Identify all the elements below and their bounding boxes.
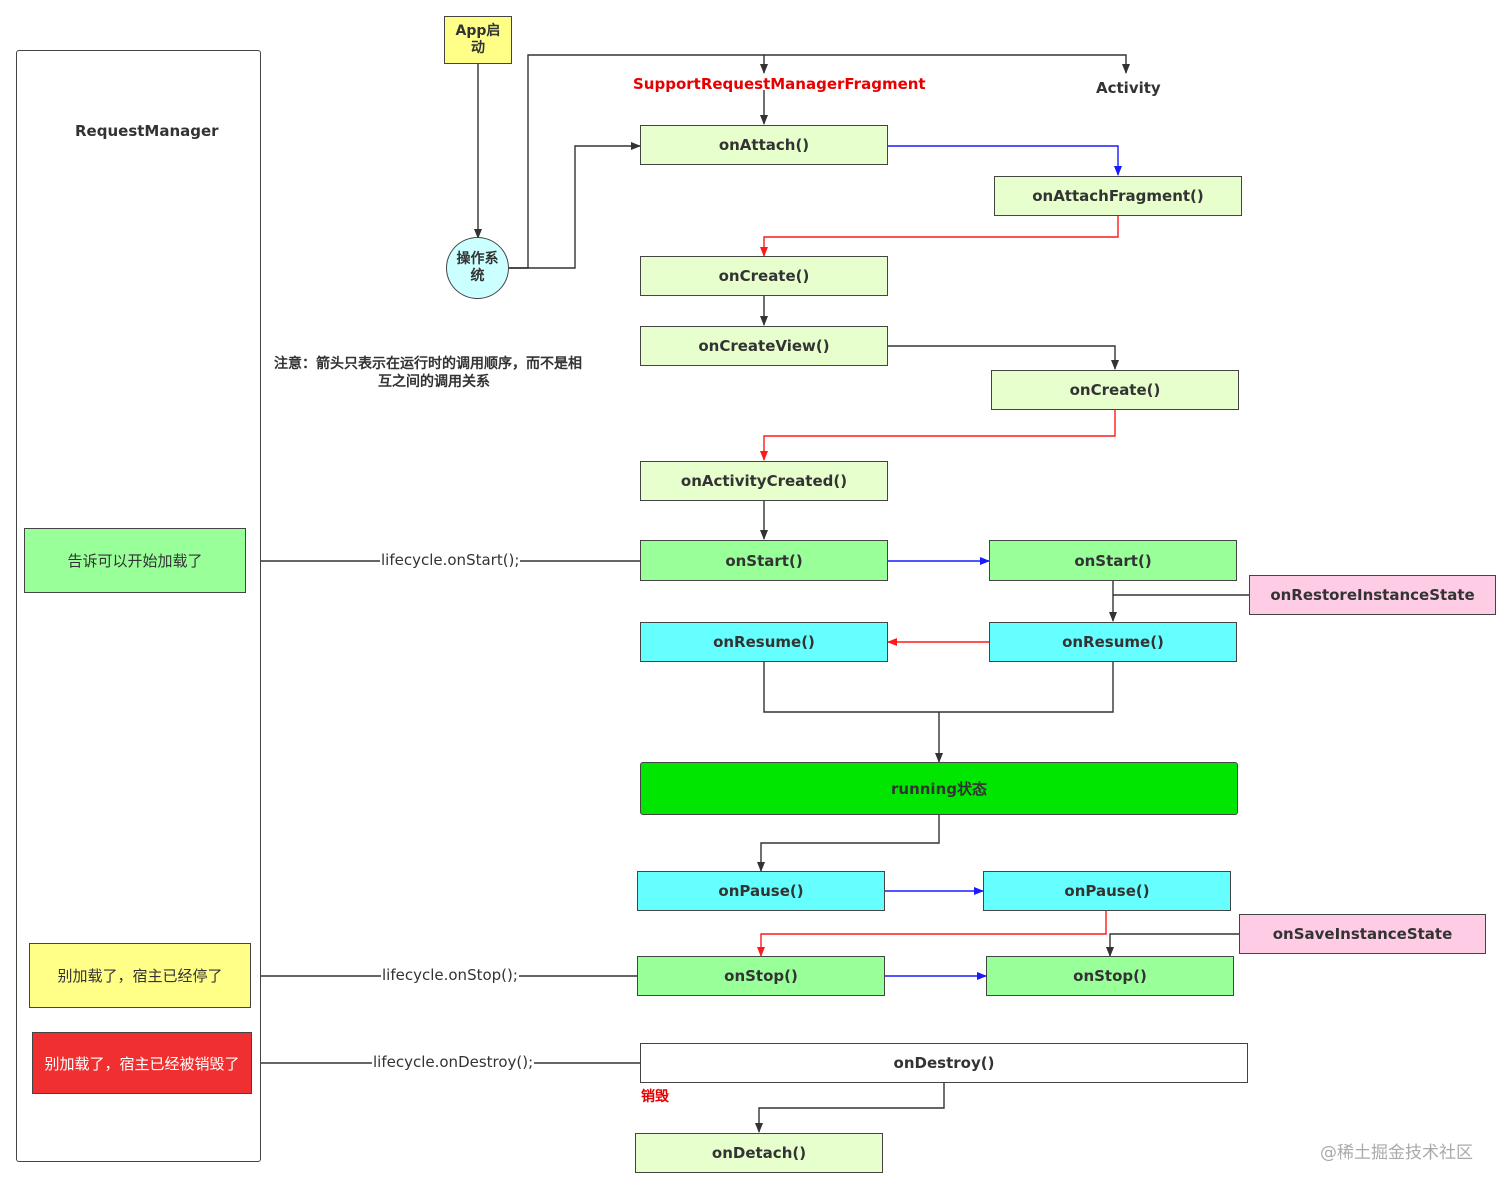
activity-onattachfragment: onAttachFragment() (994, 176, 1242, 216)
arrow-os-to-activity (764, 54, 1130, 74)
activity-onstop: onStop() (986, 956, 1234, 996)
activity-onstart: onStart() (989, 540, 1237, 581)
note-line-1: 注意：箭头只表示在运行时的调用顺序，而不是相 (274, 356, 582, 372)
arrow-activity-oncreate-to-onactivitycreated (760, 410, 1116, 461)
activity-onpause: onPause() (983, 871, 1231, 911)
arrow-onattach-to-onattachfragment (888, 145, 1122, 176)
fragment-onstop: onStop() (637, 956, 885, 996)
fragment-onactivitycreated: onActivityCreated() (640, 461, 888, 501)
fragment-onattach: onAttach() (640, 125, 888, 165)
running-state: running状态 (640, 762, 1238, 815)
watermark: @稀土掘金技术社区 (1320, 1143, 1473, 1163)
save-instance-state: onSaveInstanceState (1239, 914, 1486, 954)
request-manager-title: RequestManager (75, 122, 219, 140)
note-line-2: 互之间的调用关系 (378, 374, 490, 390)
activity-oncreate: onCreate() (991, 370, 1239, 410)
os-node: 操作系统 (446, 237, 509, 299)
request-manager-stop-note: 别加载了，宿主已经停了 (29, 943, 251, 1008)
fragment-header: SupportRequestManagerFragment (633, 75, 926, 93)
arrow-onattachfragment-to-oncreate (760, 215, 1119, 257)
arrow-running-to-onpause (757, 814, 940, 872)
activity-header: Activity (1096, 79, 1161, 97)
fragment-onpause: onPause() (637, 871, 885, 911)
arrow-oncreateview-to-activity-oncreate (888, 345, 1119, 370)
fragment-oncreateview: onCreateView() (640, 326, 888, 366)
destroy-tag: 销毁 (641, 1089, 669, 1105)
fragment-oncreate: onCreate() (640, 256, 888, 296)
arrow-os-to-onattach (508, 142, 641, 269)
arrow-save-state-to-onstop (1106, 933, 1239, 957)
app-launch-node: App启动 (444, 16, 512, 64)
arrow-activity-onpause-to-onstop (757, 911, 1107, 957)
restore-instance-state: onRestoreInstanceState (1249, 575, 1496, 615)
call-label-destroy: lifecycle.onDestroy(); (372, 1053, 535, 1071)
arrow-ondestroy-to-ondetach (755, 1082, 945, 1133)
call-label-start: lifecycle.onStart(); (380, 551, 521, 569)
call-label-stop: lifecycle.onStop(); (381, 966, 519, 984)
fragment-ondetach: onDetach() (635, 1133, 883, 1173)
activity-onresume: onResume() (989, 622, 1237, 662)
line-onresume-merge-left (763, 662, 1114, 713)
fragment-ondestroy: onDestroy() (640, 1043, 1248, 1083)
request-manager-start-note: 告诉可以开始加载了 (24, 528, 246, 593)
request-manager-destroy-note: 别加载了，宿主已经被销毁了 (32, 1032, 252, 1094)
fragment-onstart: onStart() (640, 540, 888, 581)
fragment-onresume: onResume() (640, 622, 888, 662)
